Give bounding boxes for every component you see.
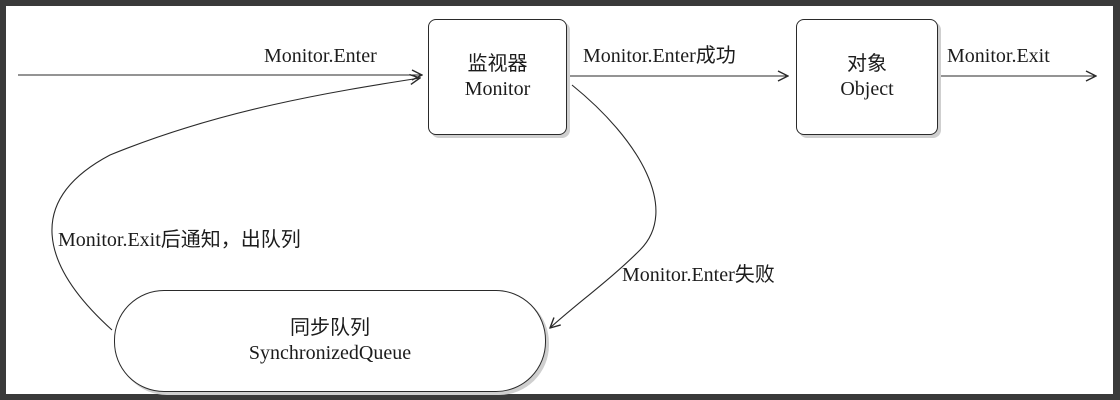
edge-label-enter: Monitor.Enter: [264, 45, 377, 67]
monitor-node: 监视器 Monitor: [428, 19, 567, 135]
edge-label-exit-notify: Monitor.Exit后通知，出队列: [58, 229, 301, 251]
queue-node: 同步队列 SynchronizedQueue: [114, 290, 546, 392]
edge-label-exit: Monitor.Exit: [947, 45, 1050, 67]
monitor-subtitle: Monitor: [464, 78, 531, 100]
object-title: 对象: [847, 53, 887, 75]
edge-exit-notify: [51, 78, 420, 331]
queue-subtitle: SynchronizedQueue: [248, 342, 412, 364]
edge-label-enter-success: Monitor.Enter成功: [583, 45, 736, 67]
edge-enter-fail: [550, 84, 657, 328]
edge-label-enter-fail: Monitor.Enter失败: [622, 264, 775, 286]
object-subtitle: Object: [840, 78, 894, 100]
monitor-title: 监视器: [467, 53, 528, 75]
queue-title: 同步队列: [290, 317, 370, 339]
object-node: 对象 Object: [796, 19, 938, 135]
